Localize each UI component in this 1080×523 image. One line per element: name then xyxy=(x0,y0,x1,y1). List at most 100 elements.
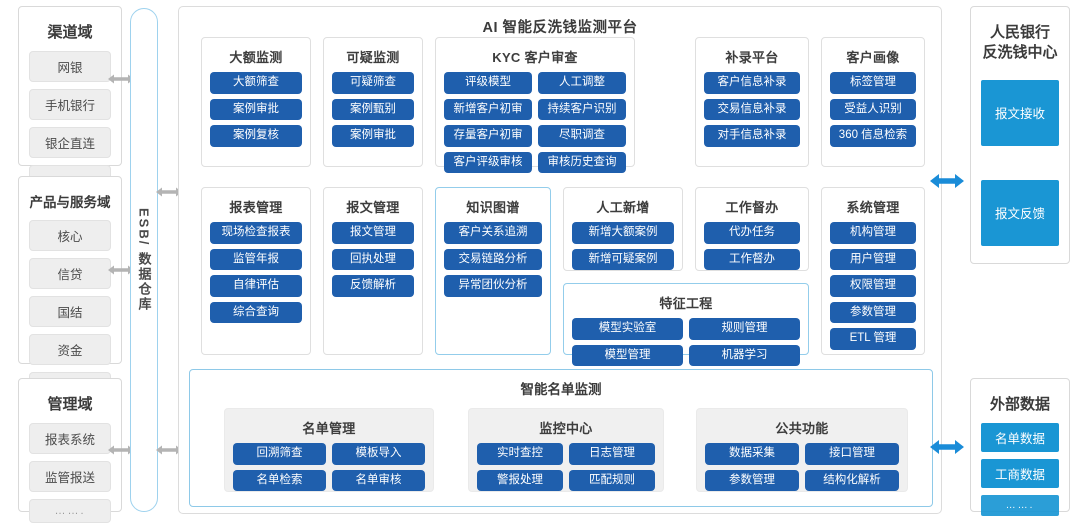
module-button[interactable]: 交易信息补录 xyxy=(704,98,800,120)
left-item[interactable]: 核心 xyxy=(29,220,111,251)
module-button[interactable]: 数据采集 xyxy=(705,443,799,465)
arrow-esb-to-platform-bottom xyxy=(156,443,182,457)
left-item-ellipsis: ……. xyxy=(29,499,111,523)
card-feature-engineering: 特征工程 模型实验室 规则管理 模型管理 机器学习 xyxy=(563,283,809,366)
cyan-button-message-feedback[interactable]: 报文反馈 xyxy=(981,179,1059,246)
module-button[interactable]: 标签管理 xyxy=(830,72,916,94)
card-manual-add: 人工新增 新增大额案例 新增可疑案例 xyxy=(563,187,683,271)
module-button[interactable]: 权限管理 xyxy=(830,275,916,297)
module-button[interactable]: 案例甄别 xyxy=(332,98,414,120)
card-large-amount-monitoring: 大额监测 大额筛查 案例审批 案例复核 xyxy=(201,37,311,167)
arrow-product-to-esb xyxy=(108,263,134,277)
module-button[interactable]: 存量客户初审 xyxy=(444,125,532,147)
card-title: 大额监测 xyxy=(229,50,283,65)
left-item[interactable]: 银企直连 xyxy=(29,127,111,158)
module-button[interactable]: 模型管理 xyxy=(572,344,683,366)
arrow-esb-to-platform-top xyxy=(156,185,182,199)
card-message-management: 报文管理 报文管理 回执处理 反馈解析 xyxy=(323,187,423,355)
card-title: KYC 客户审查 xyxy=(492,50,578,65)
card-suspicious-monitoring: 可疑监测 可疑筛查 案例甄别 案例审批 xyxy=(323,37,423,167)
card-kyc-customer-review: KYC 客户审查 评级模型 人工调整 新增客户初审 持续客户识别 存量客户初审 … xyxy=(435,37,635,173)
cyan-button-message-receive[interactable]: 报文接收 xyxy=(981,79,1059,146)
card-title: 工作督办 xyxy=(725,200,779,215)
module-button[interactable]: 实时查控 xyxy=(477,443,563,465)
card-title: 系统管理 xyxy=(846,200,900,215)
module-button[interactable]: 异常团伙分析 xyxy=(444,275,542,297)
card-title: 报文管理 xyxy=(346,200,400,215)
platform-title: AI 智能反洗钱监测平台 xyxy=(482,20,638,36)
module-button[interactable]: 客户关系追溯 xyxy=(444,222,542,244)
module-button[interactable]: 新增大额案例 xyxy=(572,222,674,244)
left-domain-management-title: 管理域 xyxy=(47,396,93,413)
module-button[interactable]: 新增可疑案例 xyxy=(572,248,674,270)
module-button[interactable]: 参数管理 xyxy=(830,301,916,323)
card-public-functions: 公共功能 数据采集 接口管理 参数管理 结构化解析 xyxy=(696,408,908,492)
module-button[interactable]: 客户信息补录 xyxy=(704,72,800,94)
left-item[interactable]: 资金 xyxy=(29,334,111,365)
module-button[interactable]: 名单审核 xyxy=(332,469,425,491)
module-button[interactable]: 日志管理 xyxy=(569,443,655,465)
module-button[interactable]: 匹配规则 xyxy=(569,469,655,491)
module-button[interactable]: 案例复核 xyxy=(210,125,302,147)
module-button[interactable]: 规则管理 xyxy=(689,318,800,340)
module-button[interactable]: 审核历史查询 xyxy=(538,151,626,173)
module-button[interactable]: 警报处理 xyxy=(477,469,563,491)
left-item[interactable]: 信贷 xyxy=(29,258,111,289)
left-item[interactable]: 报表系统 xyxy=(29,423,111,454)
module-button[interactable]: 大额筛查 xyxy=(210,72,302,94)
module-button[interactable]: 新增客户初审 xyxy=(444,98,532,120)
left-item[interactable]: 国结 xyxy=(29,296,111,327)
module-button[interactable]: 回执处理 xyxy=(332,248,414,270)
left-item[interactable]: 监管报送 xyxy=(29,461,111,492)
module-button[interactable]: 用户管理 xyxy=(830,248,916,270)
module-button[interactable]: 模板导入 xyxy=(332,443,425,465)
module-button[interactable]: 持续客户识别 xyxy=(538,98,626,120)
module-button[interactable]: 自律评估 xyxy=(210,275,302,297)
module-button[interactable]: 综合查询 xyxy=(210,301,302,323)
module-button[interactable]: 对手信息补录 xyxy=(704,125,800,147)
smart-list-monitoring-title: 智能名单监测 xyxy=(520,382,602,397)
module-button[interactable]: 反馈解析 xyxy=(332,275,414,297)
module-button[interactable]: 接口管理 xyxy=(805,443,899,465)
module-button[interactable]: 受益人识别 xyxy=(830,98,916,120)
left-domain-product-service-title: 产品与服务域 xyxy=(29,195,111,210)
cyan-button-business-registry-data[interactable]: 工商数据 xyxy=(981,459,1059,488)
module-button[interactable]: 机器学习 xyxy=(689,344,800,366)
module-button[interactable]: 案例审批 xyxy=(210,98,302,120)
module-button[interactable]: 监管年报 xyxy=(210,248,302,270)
left-domain-channel: 渠道域 网银 手机银行 银企直连 …… xyxy=(18,6,122,189)
module-button[interactable]: 回溯筛查 xyxy=(233,443,326,465)
arrow-channel-to-esb xyxy=(108,72,134,86)
card-title: 报表管理 xyxy=(229,200,283,215)
module-button[interactable]: 评级模型 xyxy=(444,72,532,94)
left-item[interactable]: 手机银行 xyxy=(29,89,111,120)
module-button[interactable]: 尽职调查 xyxy=(538,125,626,147)
module-button[interactable]: 报文管理 xyxy=(332,222,414,244)
card-customer-profile: 客户画像 标签管理 受益人识别 360 信息检索 xyxy=(821,37,925,167)
right-pboc-title: 人民银行 反洗钱中心 xyxy=(982,24,1058,62)
module-button[interactable]: 结构化解析 xyxy=(805,469,899,491)
arrow-management-to-esb xyxy=(108,443,134,457)
module-button[interactable]: ETL 管理 xyxy=(830,328,916,350)
module-button[interactable]: 人工调整 xyxy=(538,72,626,94)
module-button[interactable]: 代办任务 xyxy=(704,222,800,244)
module-button[interactable]: 工作督办 xyxy=(704,248,800,270)
module-button[interactable]: 360 信息检索 xyxy=(830,125,916,147)
module-button[interactable]: 模型实验室 xyxy=(572,318,683,340)
module-button[interactable]: 现场检查报表 xyxy=(210,222,302,244)
module-button[interactable]: 案例审批 xyxy=(332,125,414,147)
module-button[interactable]: 名单检索 xyxy=(233,469,326,491)
arrow-platform-to-pboc xyxy=(930,172,964,190)
module-button[interactable]: 交易链路分析 xyxy=(444,248,542,270)
module-button[interactable]: 参数管理 xyxy=(705,469,799,491)
module-button[interactable]: 可疑筛查 xyxy=(332,72,414,94)
card-title: 名单管理 xyxy=(302,421,356,436)
module-button[interactable]: 客户评级审核 xyxy=(444,151,532,173)
left-item[interactable]: 网银 xyxy=(29,51,111,82)
cyan-button-list-data[interactable]: 名单数据 xyxy=(981,423,1059,452)
card-title: 特征工程 xyxy=(659,296,713,311)
left-domain-channel-title: 渠道域 xyxy=(47,24,93,41)
left-domain-management: 管理域 报表系统 监管报送 ……. xyxy=(18,378,122,523)
left-domain-product-service: 产品与服务域 核心 信贷 国结 资金 ….. xyxy=(18,176,122,396)
module-button[interactable]: 机构管理 xyxy=(830,222,916,244)
